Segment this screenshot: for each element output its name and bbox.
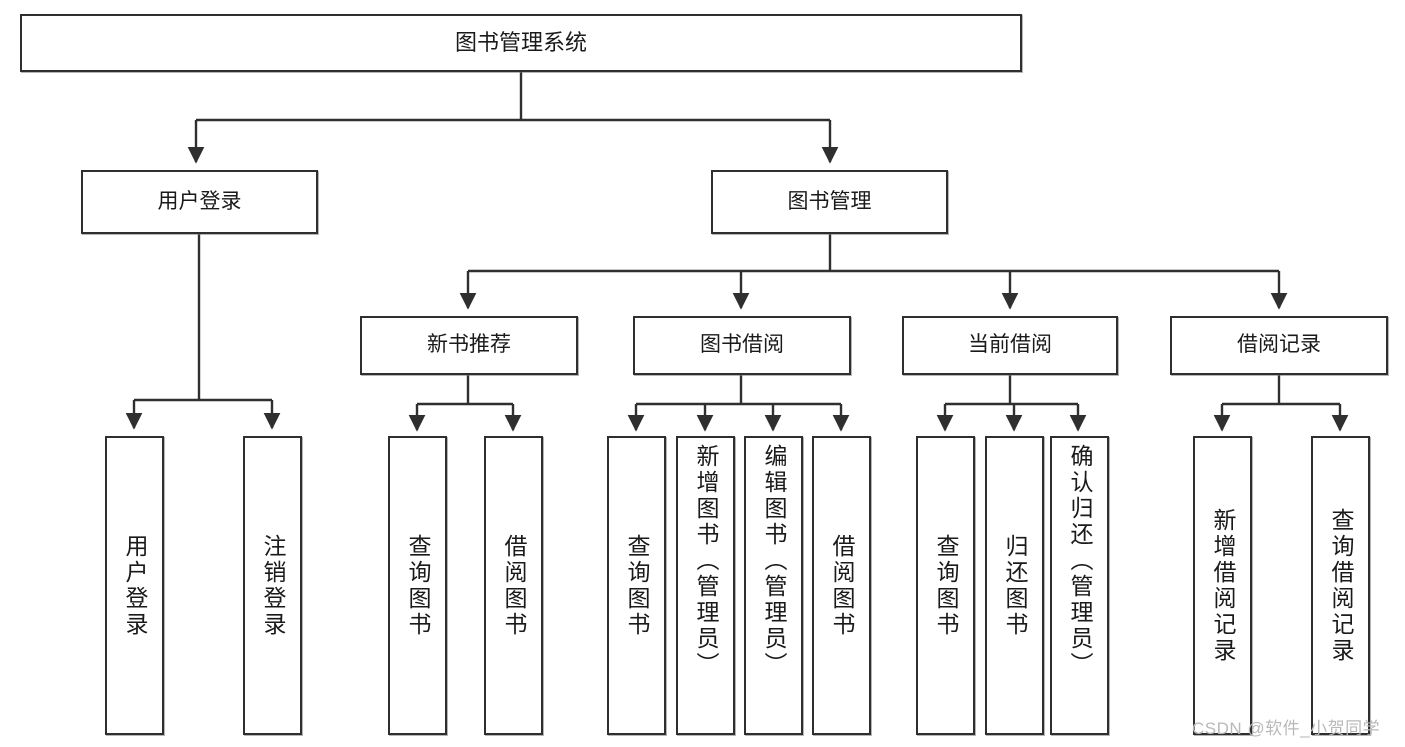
node-new-book-recommend[interactable]: 新书推荐 bbox=[360, 316, 578, 375]
leaf-recommend-borrow-book[interactable]: 借阅图书 bbox=[484, 436, 543, 735]
node-label: 确认归还（管理员） bbox=[1067, 444, 1093, 678]
node-label: 图书管理系统 bbox=[454, 30, 587, 56]
leaf-current-query-book[interactable]: 查询图书 bbox=[916, 436, 975, 735]
node-label: 新增图书（管理员） bbox=[693, 444, 719, 678]
node-label: 用户登录 bbox=[157, 189, 242, 213]
leaf-borrow-borrow-book[interactable]: 借阅图书 bbox=[812, 436, 871, 735]
node-root-system[interactable]: 图书管理系统 bbox=[20, 14, 1022, 72]
node-label: 当前借阅 bbox=[968, 333, 1052, 357]
node-label: 新书推荐 bbox=[427, 333, 511, 357]
node-label: 注销登录 bbox=[260, 533, 286, 638]
node-label: 查询图书 bbox=[624, 533, 650, 638]
node-current-borrow[interactable]: 当前借阅 bbox=[902, 316, 1118, 375]
node-user-login[interactable]: 用户登录 bbox=[81, 170, 318, 234]
node-book-management[interactable]: 图书管理 bbox=[711, 170, 948, 234]
node-label: 图书借阅 bbox=[700, 333, 784, 357]
leaf-record-query-record[interactable]: 查询借阅记录 bbox=[1311, 436, 1370, 735]
node-label: 查询图书 bbox=[933, 533, 959, 638]
node-label: 编辑图书（管理员） bbox=[761, 444, 787, 678]
node-label: 借阅记录 bbox=[1237, 333, 1321, 357]
leaf-borrow-add-book-admin[interactable]: 新增图书（管理员） bbox=[676, 436, 735, 735]
node-label: 查询借阅记录 bbox=[1328, 507, 1354, 664]
node-label: 借阅图书 bbox=[501, 533, 527, 638]
node-label: 借阅图书 bbox=[829, 533, 855, 638]
leaf-recommend-query-book[interactable]: 查询图书 bbox=[388, 436, 447, 735]
leaf-current-return-book[interactable]: 归还图书 bbox=[985, 436, 1044, 735]
leaf-current-confirm-return-admin[interactable]: 确认归还（管理员） bbox=[1050, 436, 1109, 735]
leaf-record-add-record[interactable]: 新增借阅记录 bbox=[1193, 436, 1252, 735]
node-label: 归还图书 bbox=[1002, 533, 1028, 638]
node-label: 图书管理 bbox=[787, 189, 872, 213]
leaf-user-login-login[interactable]: 用户登录 bbox=[105, 436, 164, 735]
leaf-borrow-edit-book-admin[interactable]: 编辑图书（管理员） bbox=[744, 436, 803, 735]
csdn-watermark: CSDN @软件_小贺同学 bbox=[1192, 719, 1381, 738]
leaf-borrow-query-book[interactable]: 查询图书 bbox=[607, 436, 666, 735]
node-label: 用户登录 bbox=[122, 533, 148, 638]
node-borrow-record[interactable]: 借阅记录 bbox=[1170, 316, 1388, 375]
node-label: 新增借阅记录 bbox=[1210, 507, 1236, 664]
node-label: 查询图书 bbox=[405, 533, 431, 638]
leaf-user-login-logout[interactable]: 注销登录 bbox=[243, 436, 302, 735]
node-book-borrow[interactable]: 图书借阅 bbox=[633, 316, 851, 375]
